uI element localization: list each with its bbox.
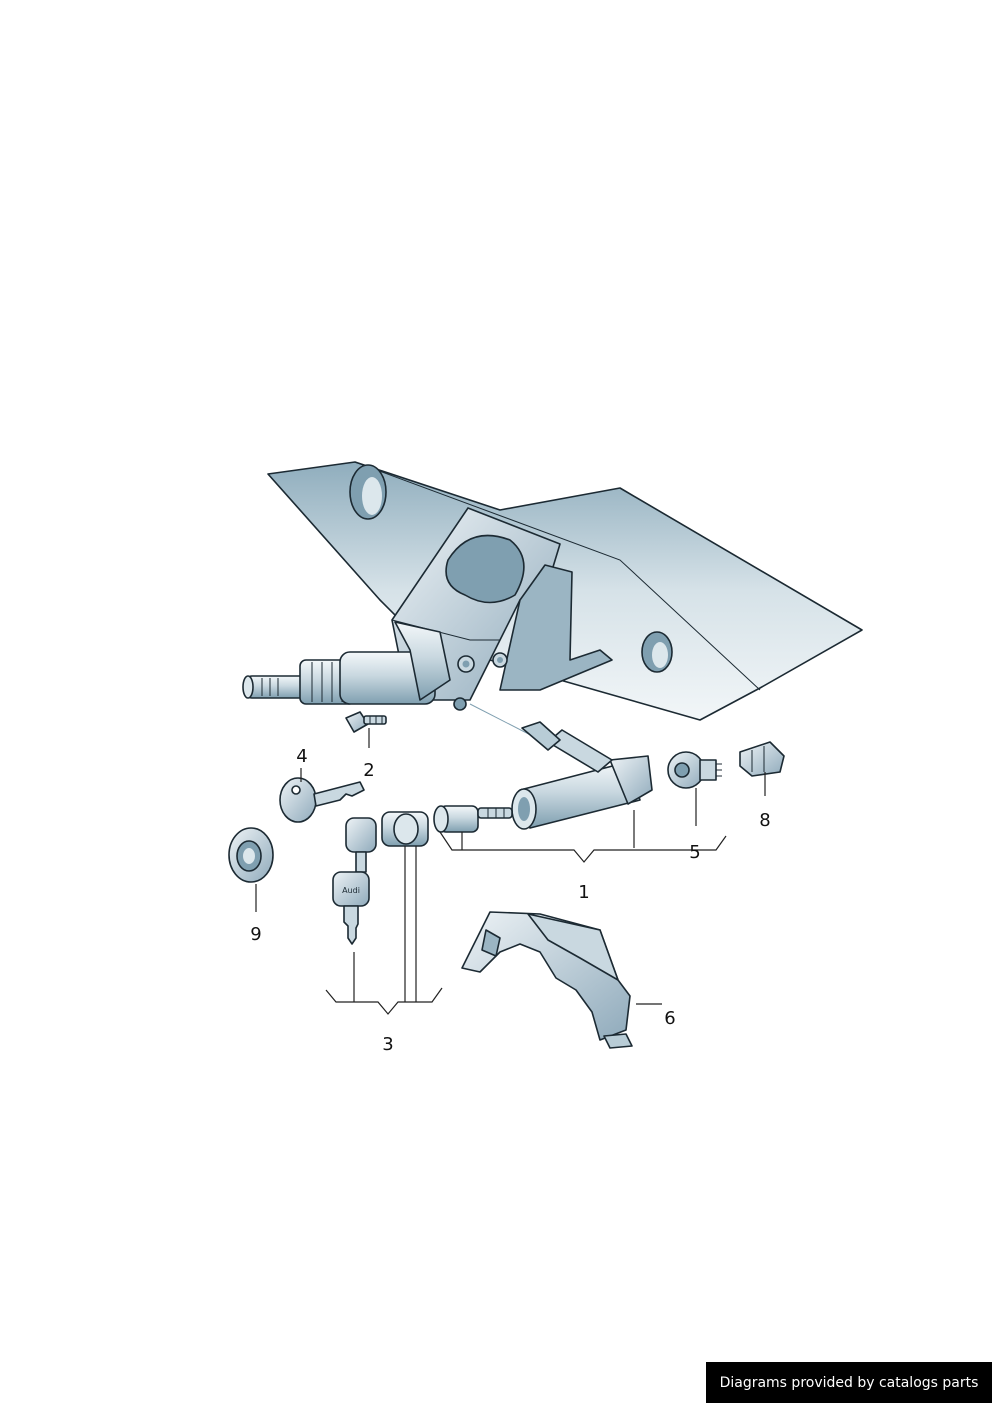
- bracket-bolt-left: [457, 655, 475, 673]
- part-8-adapter-sleeve: [739, 741, 785, 777]
- credit-banner: Diagrams provided by catalogs parts: [706, 1362, 992, 1403]
- part-3-key-lower: Audi: [332, 871, 370, 945]
- bracket-bolt-right: [492, 652, 508, 668]
- callout-2: 2: [363, 760, 374, 781]
- key-brand-text: Audi: [342, 886, 360, 895]
- callout-4: 4: [296, 746, 307, 767]
- callout-5: 5: [689, 842, 700, 863]
- callout-6: 6: [664, 1008, 675, 1029]
- part-4-key: [279, 777, 365, 823]
- callout-9: 9: [250, 924, 261, 945]
- callout-3: 3: [382, 1034, 393, 1055]
- part-3-key-upper: [345, 817, 377, 873]
- part-5-ignition-switch: [667, 751, 722, 789]
- leader-1-bracket: [439, 831, 727, 863]
- part-3-lock-set: Audi: [332, 811, 429, 945]
- leader-3-bracket: [325, 987, 443, 1015]
- part-1-lock-housing: [511, 721, 653, 830]
- steering-column-shaft: [242, 621, 451, 705]
- part-2-bolt: [345, 711, 387, 733]
- part-9-seal-ring: [228, 827, 274, 883]
- bracket-pivot-hole: [453, 697, 467, 711]
- callout-8: 8: [759, 810, 770, 831]
- part-1-lock-cylinder: [433, 805, 513, 833]
- part-6-shroud-cover: [461, 911, 633, 1049]
- callout-1: 1: [578, 882, 589, 903]
- leader-lines: [255, 728, 766, 1015]
